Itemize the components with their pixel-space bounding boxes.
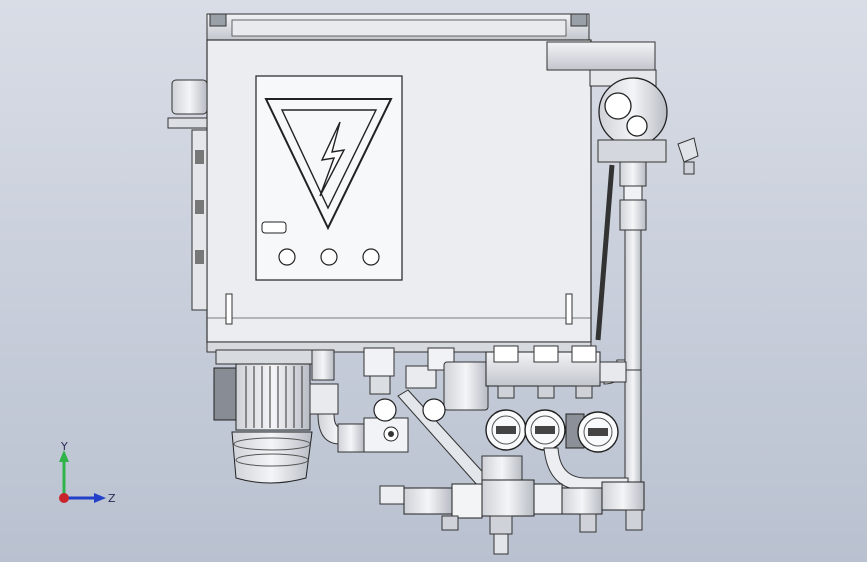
door-latch[interactable] [261, 221, 287, 234]
return-pipe [595, 164, 642, 485]
pressure-gauge-3[interactable] [565, 411, 619, 453]
y-axis-arrowhead [59, 450, 69, 462]
small-pressure-gauge-1 [373, 398, 397, 422]
bottom-piping [379, 447, 645, 555]
orientation-triad[interactable]: Y Z [48, 440, 118, 510]
pressure-gauge-1[interactable] [485, 409, 527, 451]
indicator-light-2[interactable] [320, 248, 338, 266]
tank-lid [206, 13, 590, 41]
valve-blocks [363, 347, 491, 487]
small-gauges [373, 398, 446, 422]
manifold-block [485, 345, 627, 399]
pressure-gauge-2[interactable] [524, 409, 566, 451]
pressure-gauges[interactable] [485, 409, 619, 453]
x-axis-dot [59, 493, 69, 503]
z-axis-label: Z [108, 492, 116, 505]
left-side-brackets [167, 79, 208, 311]
indicator-light-3[interactable] [362, 248, 380, 266]
electrical-panel-door[interactable] [255, 75, 403, 281]
pump-outlet-fittings [309, 349, 365, 453]
z-axis-arrowhead [94, 493, 106, 503]
y-axis-label: Y [60, 440, 68, 453]
electric-motor [213, 349, 315, 484]
small-pressure-gauge-2 [422, 398, 446, 422]
high-voltage-warning-icon [264, 98, 393, 231]
filler-breather-assembly [546, 41, 699, 231]
indicator-light-1[interactable] [278, 248, 296, 266]
